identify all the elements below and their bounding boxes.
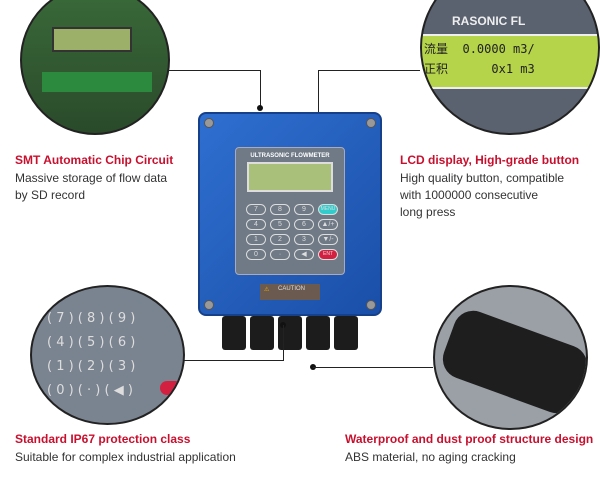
- caution-label: ⚠CAUTION: [260, 284, 320, 300]
- key-14[interactable]: ◀: [294, 249, 314, 260]
- lcd-closeup: RASONIC FL 流量 0.0000 m3/ 正积 0x1 m3: [420, 0, 600, 135]
- key-5[interactable]: 5: [270, 219, 290, 230]
- feature-title-2: LCD display, High-grade button: [400, 153, 580, 167]
- lcd-display: [247, 162, 333, 192]
- circuit-board-closeup: [20, 0, 170, 135]
- key-4[interactable]: 4: [246, 219, 266, 230]
- feature-title-1: SMT Automatic Chip Circuit: [15, 153, 174, 167]
- key-9[interactable]: 2: [270, 234, 290, 245]
- key-6[interactable]: 6: [294, 219, 314, 230]
- key-7[interactable]: ▲/+: [318, 219, 338, 230]
- key-3[interactable]: MENU: [318, 204, 338, 215]
- key-11[interactable]: ▼/-: [318, 234, 338, 245]
- lcd-screen: 流量 0.0000 m3/ 正积 0x1 m3: [422, 34, 598, 89]
- key-12[interactable]: 0: [246, 249, 266, 260]
- key-1[interactable]: 8: [270, 204, 290, 215]
- key-10[interactable]: 3: [294, 234, 314, 245]
- key-13[interactable]: ·: [270, 249, 290, 260]
- cable-gland-closeup: [433, 285, 588, 430]
- key-15[interactable]: ENT: [318, 249, 338, 260]
- key-8[interactable]: 1: [246, 234, 266, 245]
- feature-desc-3: Suitable for complex industrial applicat…: [15, 450, 236, 464]
- key-0[interactable]: 7: [246, 204, 266, 215]
- key-2[interactable]: 9: [294, 204, 314, 215]
- feature-desc-4: ABS material, no aging cracking: [345, 450, 516, 464]
- keypad-closeup: ( 7 ) ( 8 ) ( 9 )( 4 ) ( 5 ) ( 6 )( 1 ) …: [30, 285, 185, 425]
- feature-title-4: Waterproof and dust proof structure desi…: [345, 432, 594, 446]
- feature-title-3: Standard IP67 protection class: [15, 432, 191, 446]
